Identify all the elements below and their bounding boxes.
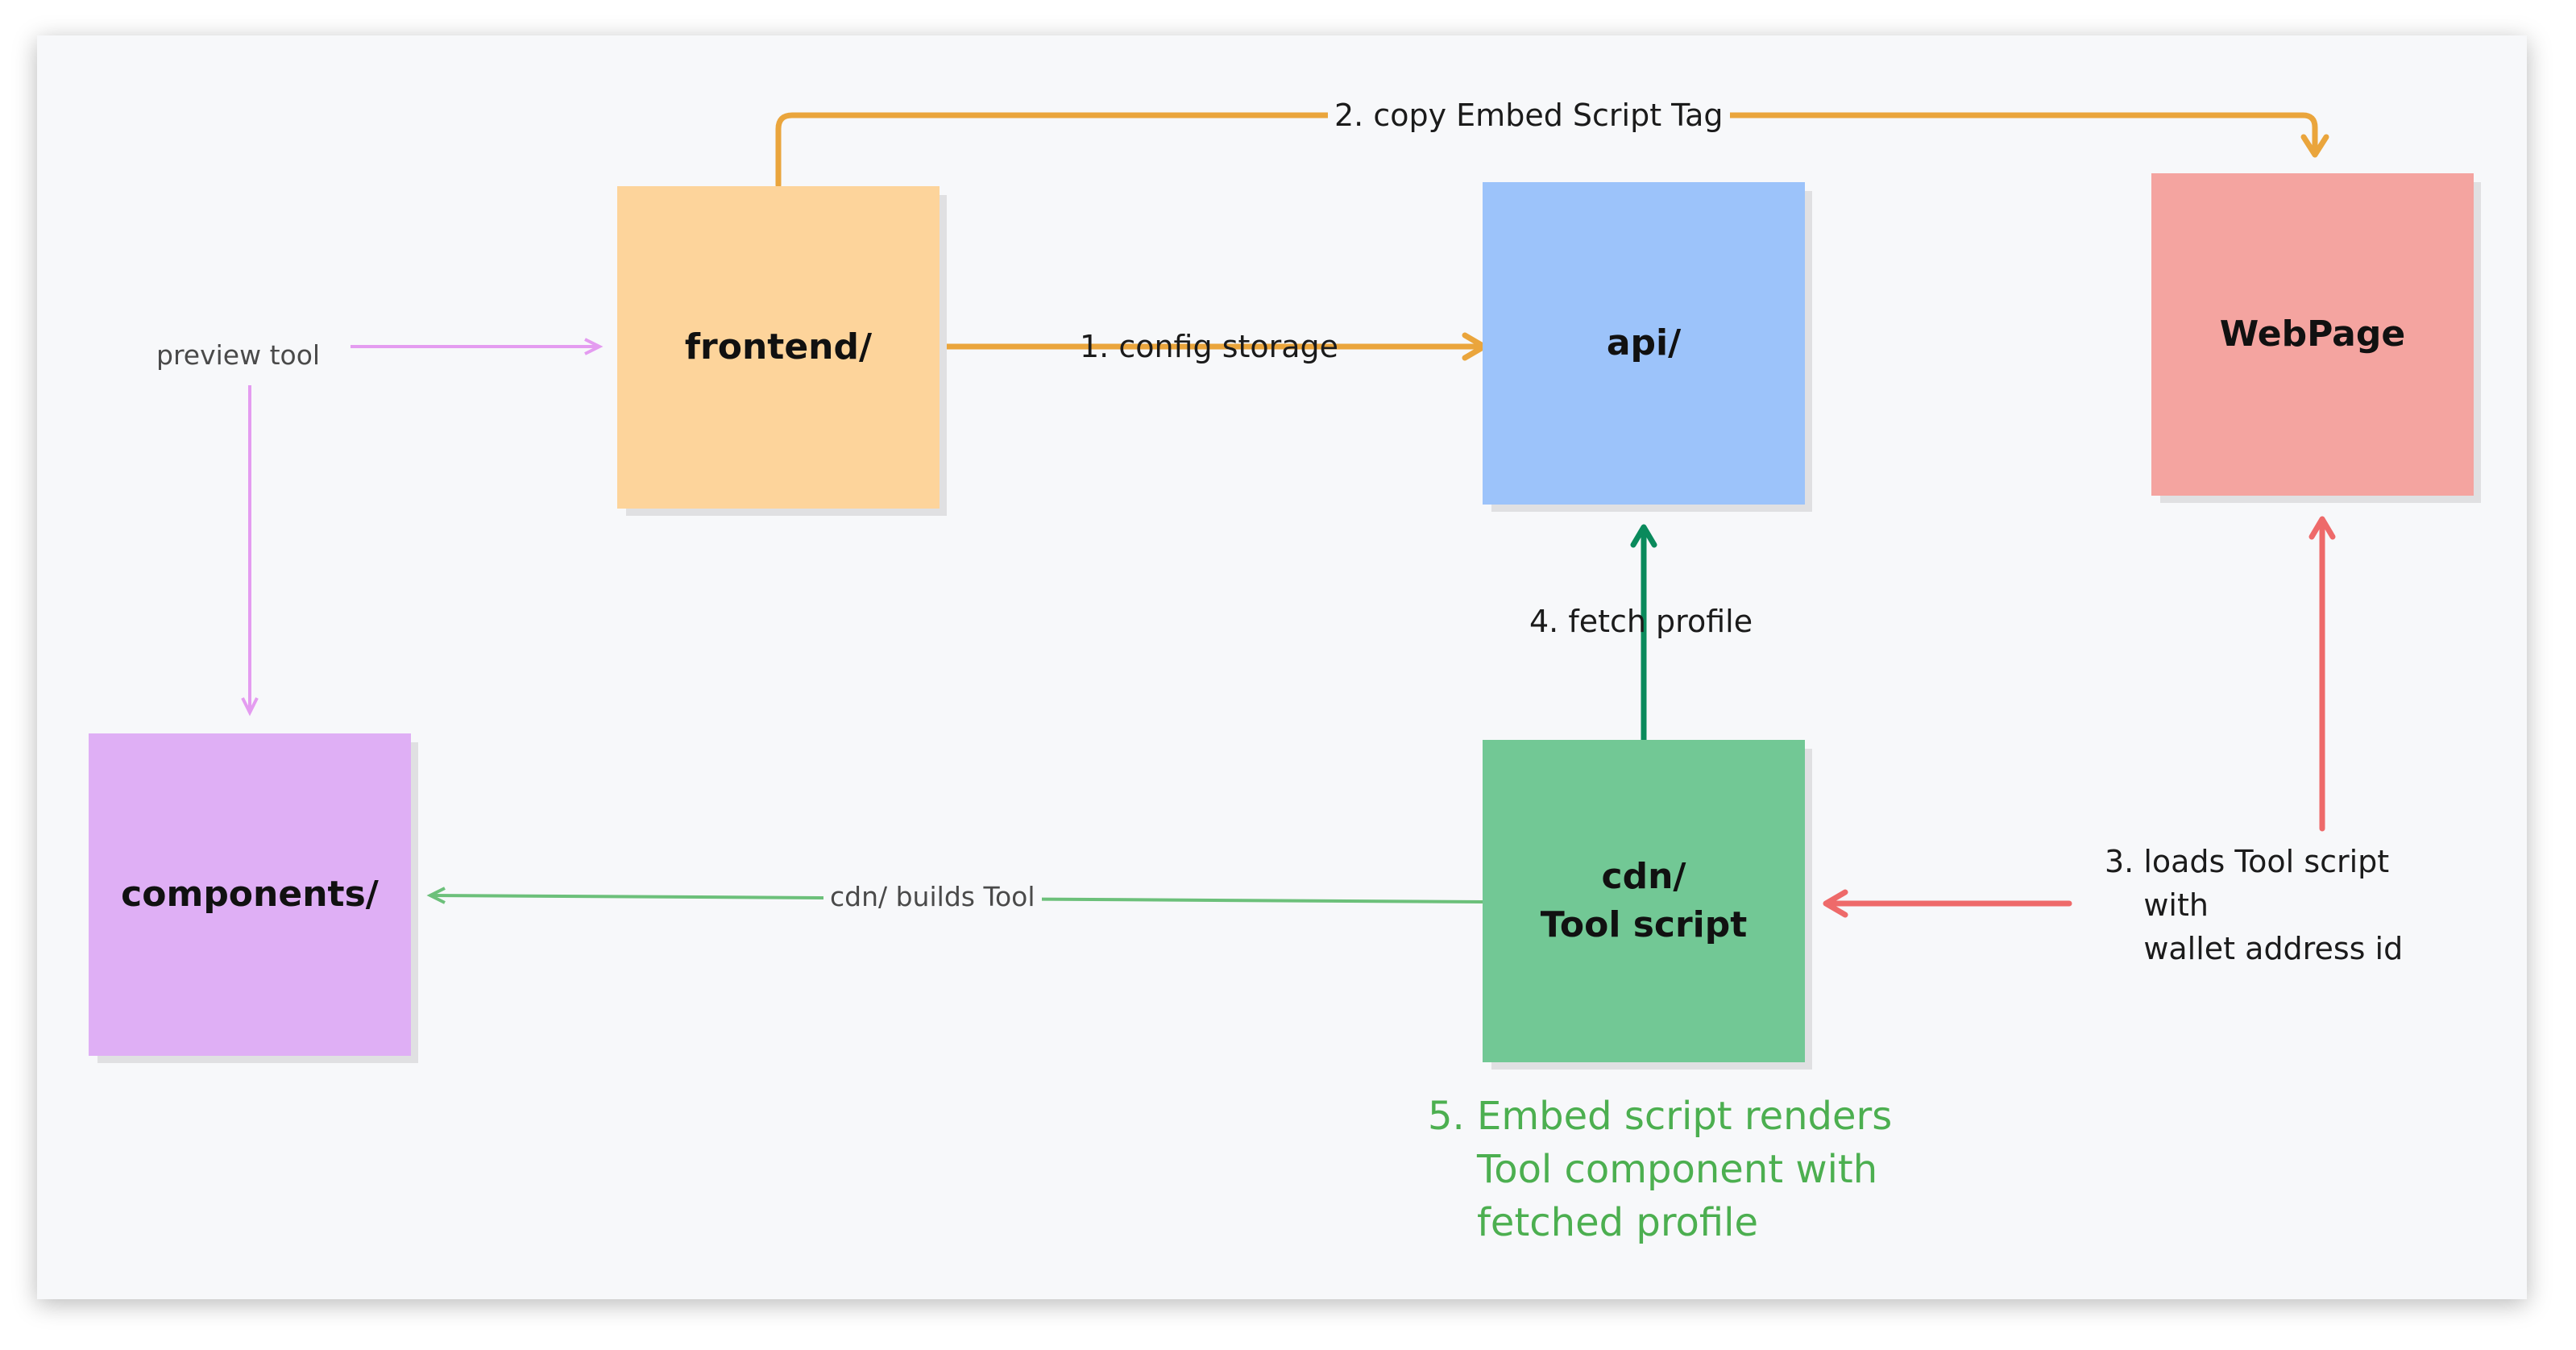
arrowhead-loads-to-cdn [1823,889,1848,918]
arrowhead-frontend-to-webpage [2300,134,2329,158]
config-storage-label: 1. config storage [1080,329,1339,364]
arrowhead-loads-to-webpage [2308,516,2336,540]
embed-render-note: 5. Embed script renders Tool component w… [1428,1094,1893,1245]
copy-embed-label: 2. copy Embed Script Tag [1328,93,1730,137]
components-node: components/ [89,733,411,1056]
arrowhead-cdn-to-components [426,887,446,904]
arrowhead-preview-to-components [241,697,259,717]
cdn-builds-label: cdn/ builds Tool [823,875,1042,919]
frontend-node: frontend/ [617,186,940,509]
preview-tool-label: preview tool [156,339,321,371]
webpage-node: WebPage [2151,173,2474,496]
cdn-node: cdn/ Tool script [1483,740,1805,1062]
arrowhead-cdn-to-api [1630,524,1657,548]
diagram-canvas [37,35,2527,1299]
loads-tool-label: 3. loads Tool script with wallet address… [2105,844,2404,966]
arrowhead-preview-to-frontend [584,338,604,355]
api-node: api/ [1483,182,1805,505]
fetch-profile-label: 4. fetch profile [1529,604,1753,639]
